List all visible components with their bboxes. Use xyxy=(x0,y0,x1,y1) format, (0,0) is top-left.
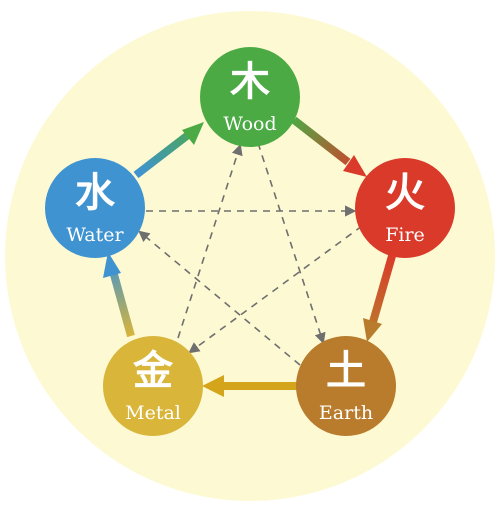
fire-circle xyxy=(355,158,455,258)
element-node-metal: 金 Metal xyxy=(103,336,203,436)
element-node-earth: 土 Earth xyxy=(296,336,396,436)
fire-kanji: 火 xyxy=(385,170,425,216)
element-node-water: 水 Water xyxy=(45,158,145,258)
control-arrow-fire-metal xyxy=(188,225,363,354)
water-label: Water xyxy=(66,224,124,246)
fire-label: Fire xyxy=(385,224,425,246)
earth-kanji: 土 xyxy=(326,348,366,394)
generate-arrow-water-wood xyxy=(133,122,204,179)
controlling-cycle xyxy=(138,142,363,366)
generating-cycle xyxy=(103,116,396,397)
element-node-fire: 火 Fire xyxy=(355,158,455,258)
earth-circle xyxy=(296,336,396,436)
control-arrow-wood-earth xyxy=(257,142,326,345)
generate-arrow-earth-metal xyxy=(202,375,297,397)
wood-circle xyxy=(200,47,300,147)
generate-arrow-metal-water xyxy=(103,252,135,338)
metal-label: Metal xyxy=(125,402,181,424)
generate-arrow-fire-earth xyxy=(363,254,396,342)
control-arrow-earth-water xyxy=(138,230,301,366)
generate-arrow-wood-fire xyxy=(291,116,367,177)
metal-kanji: 金 xyxy=(132,348,174,394)
water-kanji: 水 xyxy=(75,170,116,216)
element-node-wood: 木 Wood xyxy=(200,47,300,147)
wood-label: Wood xyxy=(223,113,276,135)
metal-circle xyxy=(103,336,203,436)
water-circle xyxy=(45,158,145,258)
wood-kanji: 木 xyxy=(230,59,270,105)
earth-label: Earth xyxy=(319,402,373,424)
